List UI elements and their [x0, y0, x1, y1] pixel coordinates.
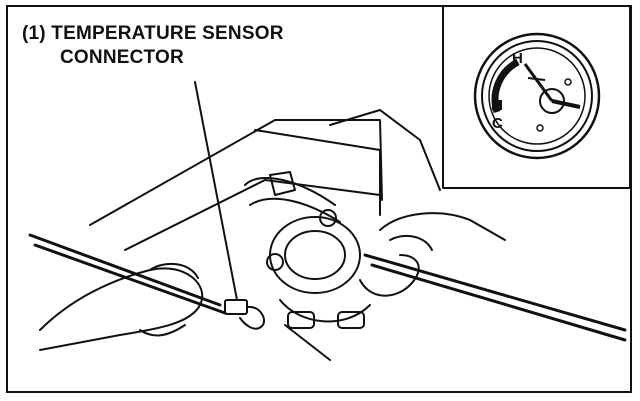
temperature-sensor-connector	[224, 299, 248, 315]
left-hand	[39, 267, 203, 351]
callout-line-1: (1) TEMPERATURE SENSOR	[22, 23, 284, 44]
upper-hose	[244, 177, 336, 206]
temperature-gauge: H C	[473, 32, 601, 160]
shroud-top-edge	[89, 119, 383, 226]
shroud-right-edge	[379, 109, 441, 191]
hose-clamp	[287, 311, 315, 329]
tester-lead-right	[363, 253, 627, 332]
callout-leader-line	[194, 81, 238, 301]
gauge-hot-label: H	[512, 50, 523, 67]
gauge-screw	[564, 78, 572, 86]
callout-label: (1) TEMPERATURE SENSOR CONNECTOR	[22, 22, 284, 70]
callout-line-2: CONNECTOR	[60, 47, 184, 68]
lower-hose	[279, 299, 371, 323]
gauge-cold-label: C	[492, 115, 503, 132]
right-hand	[379, 212, 506, 241]
cold-marker	[492, 100, 502, 110]
thermostat-housing	[269, 216, 361, 294]
tester-lead-left	[28, 233, 222, 307]
gauge-needle	[523, 63, 554, 102]
